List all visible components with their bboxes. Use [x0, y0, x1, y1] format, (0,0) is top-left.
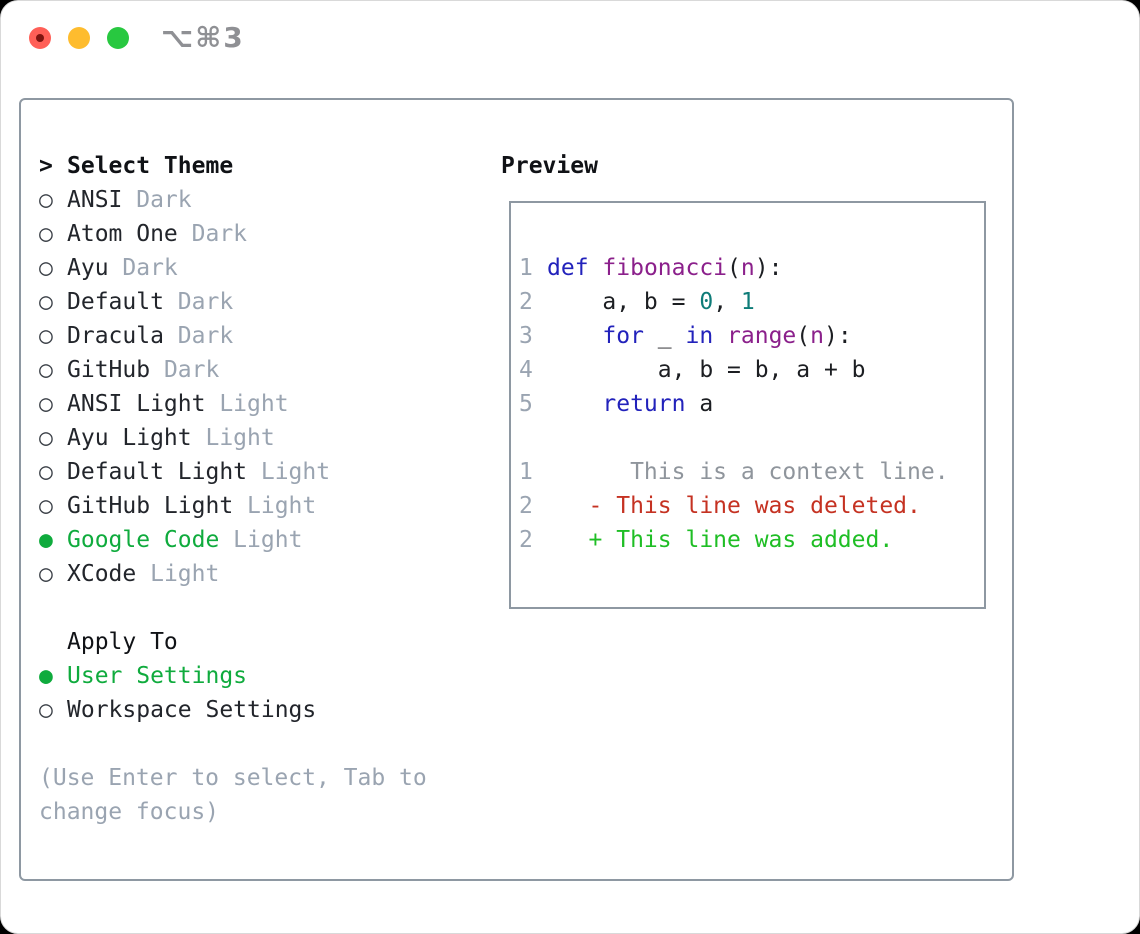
radio-unselected-icon: ○	[39, 323, 53, 349]
window-title: ⌥⌘3	[161, 21, 245, 54]
theme-variant: Dark	[150, 357, 220, 383]
radio-unselected-icon: ○	[39, 187, 53, 213]
theme-variant: Dark	[163, 323, 234, 349]
line-number: 2	[519, 289, 533, 315]
apply-to-section: Apply To ● User Settings ○ Workspace Settin…	[39, 625, 316, 727]
preview-line: 1 This is a context line.	[519, 455, 984, 489]
theme-option-dracula-dark[interactable]: ○ Dracula Dark	[39, 319, 330, 353]
theme-name: Default	[67, 289, 164, 315]
theme-variant: Light	[205, 391, 289, 417]
help-text: (Use Enter to select, Tab to change focus…	[39, 761, 427, 829]
theme-name: Dracula	[67, 323, 164, 349]
preview-title: Preview	[501, 153, 598, 179]
theme-name: ANSI	[67, 187, 123, 213]
radio-selected-icon: ●	[39, 663, 53, 689]
line-number: 2	[519, 527, 533, 553]
theme-option-google-code-light[interactable]: ● Google Code Light	[39, 523, 330, 557]
theme-name: Google Code	[67, 527, 220, 553]
theme-variant: Light	[136, 561, 220, 587]
theme-variant: Light	[233, 493, 317, 519]
theme-name: Default Light	[67, 459, 248, 485]
zoom-button[interactable]	[107, 27, 129, 49]
close-dot-icon	[36, 34, 44, 42]
theme-variant: Dark	[108, 255, 178, 281]
apply-option-user-settings[interactable]: ● User Settings	[39, 659, 316, 693]
select-theme-header: > Select Theme	[39, 149, 330, 183]
theme-option-github-light-light[interactable]: ○ GitHub Light Light	[39, 489, 330, 523]
radio-unselected-icon: ○	[39, 391, 53, 417]
theme-name: GitHub Light	[67, 493, 234, 519]
theme-name: GitHub	[67, 357, 151, 383]
code-text: - This line was deleted.	[547, 493, 921, 519]
line-number: 1	[519, 459, 533, 485]
code-text: This is a context line.	[547, 459, 949, 485]
code-text: a, b = b, a + b	[547, 357, 866, 383]
preview-line: 3 for _ in range(n):	[519, 319, 984, 353]
radio-unselected-icon: ○	[39, 459, 53, 485]
apply-option-workspace-settings[interactable]: ○ Workspace Settings	[39, 693, 316, 727]
theme-option-ansi-dark[interactable]: ○ ANSI Dark	[39, 183, 330, 217]
radio-unselected-icon: ○	[39, 289, 53, 315]
preview-line: 1 def fibonacci(n):	[519, 251, 984, 285]
theme-name: Atom One	[67, 221, 178, 247]
radio-unselected-icon: ○	[39, 255, 53, 281]
titlebar: ⌥⌘3	[1, 1, 1139, 81]
theme-name: ANSI Light	[67, 391, 206, 417]
theme-variant: Dark	[163, 289, 234, 315]
preview-line: 2 + This line was added.	[519, 523, 984, 557]
radio-unselected-icon: ○	[39, 561, 53, 587]
radio-unselected-icon: ○	[39, 697, 53, 723]
line-number: 5	[519, 391, 533, 417]
radio-unselected-icon: ○	[39, 425, 53, 451]
theme-variant: Light	[247, 459, 331, 485]
line-number: 2	[519, 493, 533, 519]
code-text: a, b = 0, 1	[547, 289, 755, 315]
preview-line: 4 a, b = b, a + b	[519, 353, 984, 387]
theme-option-default-light-light[interactable]: ○ Default Light Light	[39, 455, 330, 489]
preview-line: 2 - This line was deleted.	[519, 489, 984, 523]
prompt-icon: >	[39, 153, 53, 179]
radio-unselected-icon: ○	[39, 221, 53, 247]
line-number: 1	[519, 255, 533, 281]
theme-option-ayu-dark[interactable]: ○ Ayu Dark	[39, 251, 330, 285]
theme-option-github-dark[interactable]: ○ GitHub Dark	[39, 353, 330, 387]
code-text: def fibonacci(n):	[547, 255, 783, 281]
theme-option-atom-one-dark[interactable]: ○ Atom One Dark	[39, 217, 330, 251]
preview-line	[519, 421, 984, 455]
theme-variant: Light	[191, 425, 275, 451]
code-text: for _ in range(n):	[602, 323, 852, 349]
theme-option-ayu-light-light[interactable]: ○ Ayu Light Light	[39, 421, 330, 455]
code-text: + This line was added.	[547, 527, 894, 553]
radio-selected-icon: ●	[39, 527, 53, 553]
code-text: return a	[602, 391, 714, 417]
theme-option-xcode-light[interactable]: ○ XCode Light	[39, 557, 330, 591]
line-number: 3	[519, 323, 533, 349]
theme-name: XCode	[67, 561, 137, 587]
select-theme-title: Select Theme	[67, 153, 234, 179]
apply-option-label: Workspace Settings	[67, 697, 317, 723]
theme-variant: Light	[219, 527, 303, 553]
minimize-button[interactable]	[68, 27, 90, 49]
line-number: 4	[519, 357, 533, 383]
theme-name: Ayu	[67, 255, 109, 281]
apply-option-label: User Settings	[67, 663, 248, 689]
theme-name: Ayu Light	[67, 425, 192, 451]
theme-option-default-dark[interactable]: ○ Default Dark	[39, 285, 330, 319]
preview-line: 5 return a	[519, 387, 984, 421]
close-button[interactable]	[29, 27, 51, 49]
radio-unselected-icon: ○	[39, 493, 53, 519]
help-line: (Use Enter to select, Tab to	[39, 765, 427, 791]
theme-list: > Select Theme ○ ANSI Dark ○ Atom One Dark ○ A…	[39, 149, 330, 591]
theme-option-ansi-light-light[interactable]: ○ ANSI Light Light	[39, 387, 330, 421]
theme-picker-panel: >Select Theme ○ANSI Dark○Atom One Dark○A…	[19, 98, 1014, 881]
apply-to-header: Apply To	[67, 629, 178, 655]
theme-variant: Dark	[177, 221, 248, 247]
radio-unselected-icon: ○	[39, 357, 53, 383]
theme-variant: Dark	[122, 187, 192, 213]
preview-line: 2 a, b = 0, 1	[519, 285, 984, 319]
help-line: change focus)	[39, 799, 220, 825]
